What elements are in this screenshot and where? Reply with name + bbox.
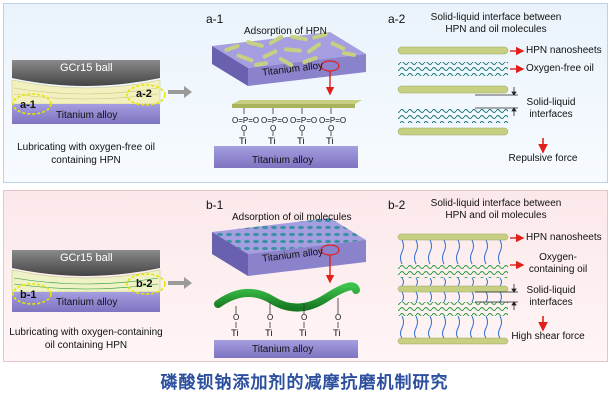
- b1-substrate-label: Titanium alloy: [252, 344, 314, 355]
- b1-o-1: O: [233, 313, 240, 322]
- a1-substrate-label: Titanium alloy: [252, 155, 314, 166]
- b1-o-4: O: [335, 313, 342, 322]
- a1-id: a-1: [206, 12, 224, 26]
- a1-substrate: [214, 146, 358, 168]
- a2-label-interface-2: interfaces: [529, 109, 573, 120]
- b2-oil-2: [398, 302, 508, 316]
- b1-ti-3: Ti: [299, 328, 307, 339]
- a2-title-line2: HPN and oil molecules: [445, 24, 547, 35]
- panel-b-contact: [11, 250, 166, 312]
- b1-o-2: O: [267, 313, 274, 322]
- a1-group-1: O=P=O: [232, 116, 260, 125]
- ball-a-label: GCr15 ball: [60, 62, 113, 74]
- contact-a2-label: a-2: [136, 88, 152, 100]
- b2-label-interface-1: Solid-liquid: [526, 285, 576, 296]
- a1-o-4: O: [328, 124, 335, 133]
- a1-o-2: O: [270, 124, 277, 133]
- b2-label-interface-2: interfaces: [529, 297, 573, 308]
- a1-group-4: O=P=O: [319, 116, 347, 125]
- a1-ti-4: Ti: [326, 136, 334, 147]
- a1-bonds: [243, 108, 332, 136]
- a1-title: Adsorption of HPN: [244, 26, 327, 37]
- condition-b-line1: Lubricating with oxygen-containing: [9, 327, 163, 338]
- a2-oil-2: [398, 109, 508, 123]
- b1-oil-layer: [212, 218, 366, 254]
- figure-caption: 磷酸钡钠添加剂的减摩抗磨机制研究: [160, 373, 449, 393]
- b2-id: b-2: [388, 198, 406, 212]
- panel-a-contact: [11, 60, 166, 124]
- a1-sheets: [224, 32, 356, 67]
- b2-layers: [397, 233, 509, 345]
- b1-ti-2: Ti: [265, 328, 273, 339]
- a1-ti-3: Ti: [297, 136, 305, 147]
- a2-id: a-2: [388, 12, 406, 26]
- oil-film-b: [11, 269, 161, 293]
- b1-o-3: O: [301, 313, 308, 322]
- ball-a: [12, 60, 160, 86]
- a2-title-line1: Solid-liquid interface between: [430, 12, 562, 23]
- ball-b: [12, 250, 160, 276]
- contact-b2-ring: [126, 273, 166, 295]
- contact-b1-label: b-1: [20, 289, 37, 301]
- a2-gap-marker: [475, 87, 518, 116]
- b2-label-force: High shear force: [511, 331, 585, 342]
- condition-b-line2: oil containing HPN: [44, 340, 128, 351]
- a2-sheet-3: [397, 127, 509, 136]
- a1-o-1: O: [241, 124, 248, 133]
- b1-substrate: [214, 340, 358, 358]
- a2-layers: [397, 46, 509, 136]
- alloy-a-label: Titanium alloy: [56, 110, 118, 121]
- ball-b-label: GCr15 ball: [60, 252, 113, 264]
- contact-a1-ring: [12, 93, 52, 115]
- b2-oil-1: [398, 264, 508, 278]
- alloy-b: [12, 292, 160, 312]
- b2-title-line2: HPN and oil molecules: [445, 210, 547, 221]
- a1-group-3: O=P=O: [290, 116, 318, 125]
- a2-label-interface-1: Solid-liquid: [526, 97, 576, 108]
- condition-a-line1: Lubricating with oxygen-free oil: [17, 142, 155, 153]
- a2-sheet-2: [397, 85, 509, 94]
- b2-sheet-1: [397, 233, 509, 241]
- b2-label-oil-2: containing oil: [528, 264, 588, 275]
- b1-bonds: [235, 298, 339, 328]
- a1-group-2: O=P=O: [261, 116, 289, 125]
- b1-oil-molecule: [214, 282, 360, 312]
- b2-label-sheets: HPN nanosheets: [526, 232, 602, 243]
- a1-adsorbed-sheet: [232, 100, 362, 104]
- a2-label-oil: Oxygen-free oil: [526, 63, 594, 74]
- a1-ti-1: Ti: [239, 136, 247, 147]
- b2-label-oil-1: Oxygen-: [539, 252, 577, 263]
- a2-label-force: Repulsive force: [508, 153, 578, 164]
- a2-label-sheets: HPN nanosheets: [526, 45, 602, 56]
- b2-title-line1: Solid-liquid interface between: [430, 198, 562, 209]
- condition-a-line2: containing HPN: [51, 155, 121, 166]
- a2-oil-1: [398, 62, 508, 76]
- b1-id: b-1: [206, 198, 224, 212]
- b2-sheet-2: [397, 285, 509, 293]
- b2-gap-marker: [475, 284, 518, 310]
- b1-ti-1: Ti: [231, 328, 239, 339]
- a2-sheet-1: [397, 46, 509, 55]
- b1-ti-4: Ti: [333, 328, 341, 339]
- contact-b2-label: b-2: [136, 278, 153, 290]
- b1-title: Adsorption of oil molecules: [232, 212, 352, 223]
- contact-a1-label: a-1: [20, 99, 36, 111]
- a1-ti-2: Ti: [268, 136, 276, 147]
- contact-b1-ring: [12, 283, 52, 305]
- b2-sheet-3: [397, 337, 509, 345]
- a1-block: [212, 32, 366, 96]
- oil-film-a: [11, 79, 161, 105]
- a1-o-3: O: [299, 124, 306, 133]
- b1-block: [212, 218, 366, 284]
- b2-tails-1: [400, 239, 502, 265]
- contact-a2-ring: [126, 84, 166, 106]
- alloy-b-label: Titanium alloy: [56, 297, 118, 308]
